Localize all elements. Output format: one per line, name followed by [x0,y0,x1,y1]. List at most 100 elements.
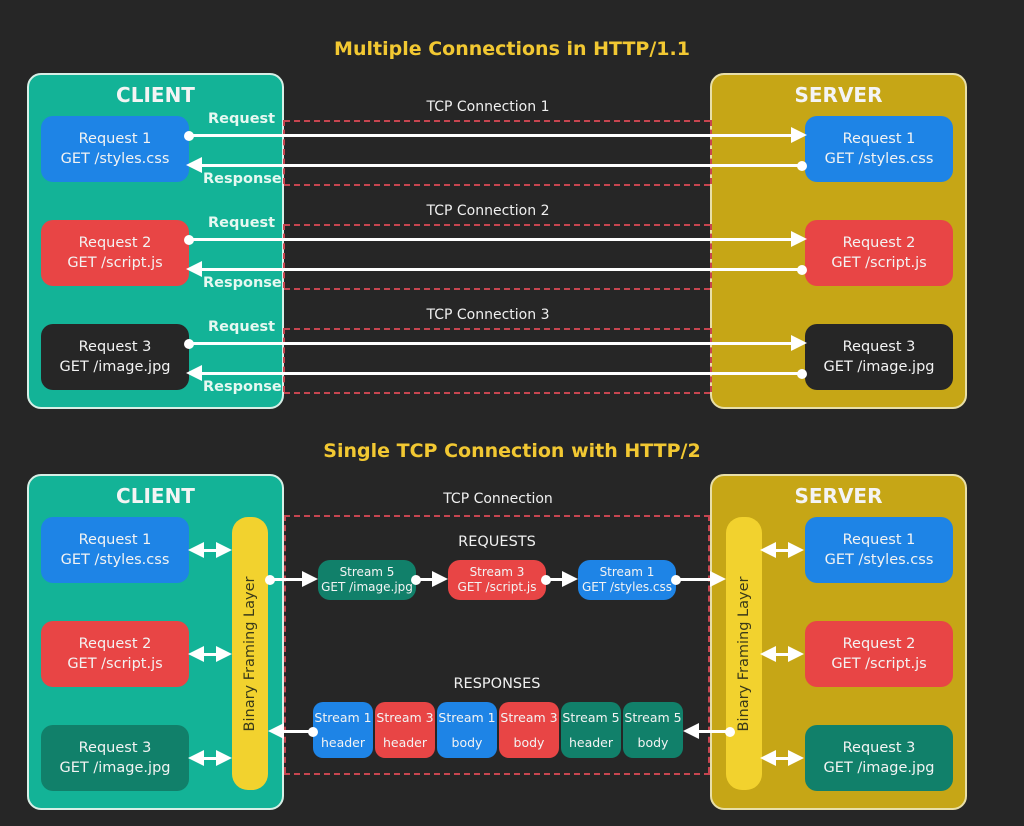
responses-label: RESPONSES [453,676,541,692]
request-path: GET /image.jpg [59,359,171,375]
arrow-left-icon [683,723,699,739]
arrow-start-dot [184,235,194,245]
framing-layer-label: Binary Framing Layer [242,576,258,731]
tcp-boundary-left [284,515,286,773]
response-arrow-line [280,730,313,733]
arrow-start-dot [797,265,807,275]
connection-boundary-top [284,120,710,122]
connection-boundary-left [283,224,285,288]
request-arrow-line [189,342,793,345]
request-path: GET /script.js [67,656,163,672]
frame-part: body [451,735,483,750]
frame-stream-id: Stream 1 [314,710,372,725]
connection-boundary-top [284,328,710,330]
request-path: GET /script.js [831,255,927,271]
request-name: Request 3 [78,339,152,355]
arrow-right-icon [216,646,232,662]
arrow-start-dot [725,727,735,737]
request-path: GET /image.jpg [823,760,935,776]
server-label: SERVER [794,484,883,508]
arrow-right-icon [710,571,726,587]
arrow-start-dot [184,339,194,349]
bidirectional-arrow-line [770,549,794,552]
http1-title: Multiple Connections in HTTP/1.1 [334,38,690,60]
request-path: GET /styles.css [60,552,170,568]
arrow-right-icon [791,231,807,247]
arrow-right-icon [788,646,804,662]
tcp-boundary-bottom [284,773,710,775]
request-label: Request [208,111,276,127]
stream-arrow-line [546,578,564,581]
arrow-right-icon [562,571,578,587]
client-request-box: Request 1 GET /styles.css [41,517,189,583]
request-name: Request 2 [842,636,916,652]
stream-arrow-line [416,578,434,581]
stream-arrow-line [270,578,306,581]
arrow-right-icon [302,571,318,587]
arrow-right-icon [791,335,807,351]
arrow-left-icon [188,750,204,766]
arrow-right-icon [216,750,232,766]
frame-stream-id: Stream 3 [376,710,434,725]
arrow-left-icon [188,542,204,558]
bidirectional-arrow-line [770,653,794,656]
frame-stream-id: Stream 1 [438,710,496,725]
request-name: Request 1 [78,131,152,147]
stream-path: GET /script.js [457,580,537,594]
arrow-left-icon [186,365,202,381]
arrow-start-dot [411,575,421,585]
request-path: GET /image.jpg [59,760,171,776]
connection-boundary-bottom [284,288,710,290]
request-path: GET /script.js [67,255,163,271]
client-label: CLIENT [116,83,195,107]
frame-part: header [382,735,428,750]
arrow-left-icon [268,723,284,739]
arrow-right-icon [791,127,807,143]
request-name: Request 1 [842,532,916,548]
stream-id: Stream 5 [339,565,395,579]
frame-part: body [637,735,669,750]
arrow-right-icon [432,571,448,587]
request-name: Request 3 [842,339,916,355]
frame-stream-id: Stream 3 [500,710,558,725]
response-label: Response [203,171,282,187]
response-arrow-line [200,164,804,167]
request-path: GET /image.jpg [823,359,935,375]
arrow-left-icon [188,646,204,662]
connection-boundary-right [710,120,712,184]
response-arrow-line [200,372,804,375]
http2-tcp-label: TCP Connection [443,491,553,507]
response-frame-box: Stream 3 header [375,702,435,758]
connection-boundary-bottom [284,392,710,394]
server-binary-framing-layer: Binary Framing Layer [726,517,762,790]
connection-boundary-left [283,120,285,184]
tcp-connection-label: TCP Connection 2 [426,203,550,219]
client-request-box: Request 3 GET /image.jpg [41,324,189,390]
requests-label: REQUESTS [458,534,536,550]
connection-boundary-left [283,328,285,392]
tcp-boundary-right [708,515,710,773]
arrow-right-icon [788,542,804,558]
server-request-box: Request 3 GET /image.jpg [805,324,953,390]
arrow-left-icon [760,750,776,766]
frame-part: header [320,735,366,750]
request-arrow-line [189,134,793,137]
response-arrow-line [696,730,730,733]
request-name: Request 1 [78,532,152,548]
request-name: Request 2 [842,235,916,251]
connection-boundary-bottom [284,184,710,186]
request-name: Request 2 [78,636,152,652]
arrow-start-dot [541,575,551,585]
arrow-start-dot [671,575,681,585]
request-name: Request 1 [842,131,916,147]
http2-title: Single TCP Connection with HTTP/2 [323,440,701,462]
bidirectional-arrow-line [198,549,222,552]
arrow-left-icon [760,542,776,558]
bidirectional-arrow-line [198,653,222,656]
frame-part: header [568,735,614,750]
